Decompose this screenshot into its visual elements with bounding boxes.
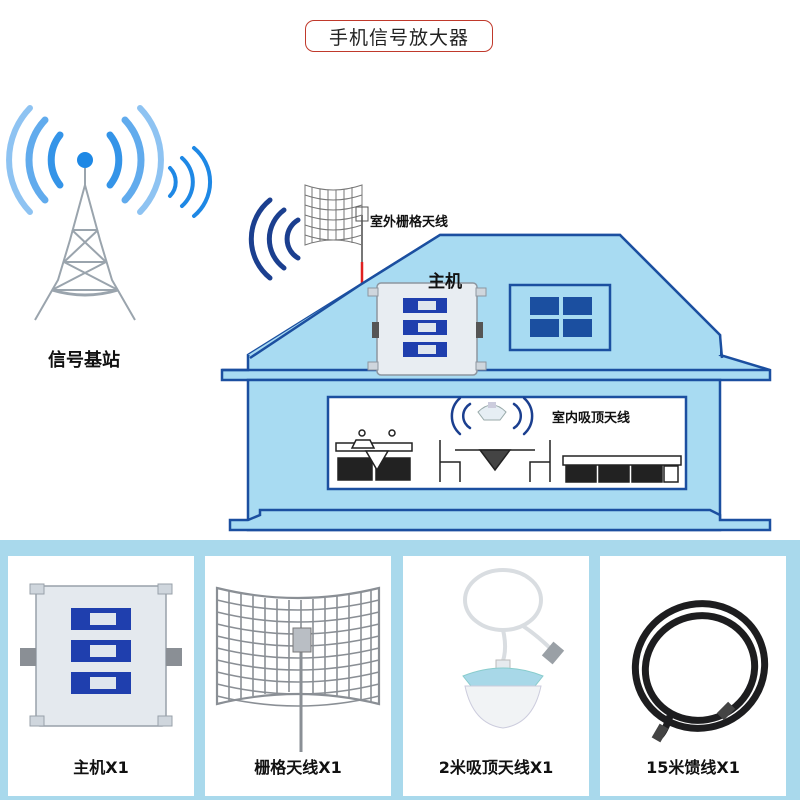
- ceiling-antenna-icon: [462, 568, 565, 729]
- indoor-ceiling-antenna-icon: [450, 396, 534, 436]
- product-card-ceiling-antenna: 2米吸顶天线X1: [403, 556, 589, 796]
- product-card-grid-antenna: 栅格天线X1: [205, 556, 391, 796]
- product-card-feeder-cable: 15米馈线X1: [600, 556, 786, 796]
- base-station-tower-icon: [34, 152, 136, 321]
- page-title: 手机信号放大器: [305, 20, 493, 52]
- outdoor-grid-antenna-icon: [304, 184, 369, 265]
- indoor-antenna-label: 室内吸顶天线: [552, 411, 631, 426]
- base-station-label: 信号基站: [48, 350, 120, 371]
- product-label-feeder-cable: 15米馈线X1: [646, 758, 740, 777]
- product-label-grid-antenna: 栅格天线X1: [254, 758, 342, 777]
- host-label: 主机: [428, 272, 462, 292]
- feeder-cable-icon: [631, 600, 769, 743]
- host-unit-icon: [367, 282, 487, 376]
- cabinet-icon: [562, 455, 682, 483]
- grid-antenna-icon: [215, 586, 381, 752]
- dining-table-icon: [439, 440, 551, 482]
- outdoor-signal-icon: [248, 197, 301, 281]
- product-card-main-unit: 主机X1: [8, 556, 194, 796]
- product-label-main-unit: 主机X1: [73, 758, 129, 777]
- diagram-scene: [6, 105, 772, 532]
- outdoor-antenna-label: 室外栅格天线: [370, 215, 449, 230]
- kitchen-icon: [335, 429, 413, 481]
- main-unit-icon: [20, 583, 182, 727]
- base-station-signal-icon: [6, 105, 212, 218]
- house: [220, 233, 772, 532]
- product-label-ceiling-antenna: 2米吸顶天线X1: [438, 758, 554, 777]
